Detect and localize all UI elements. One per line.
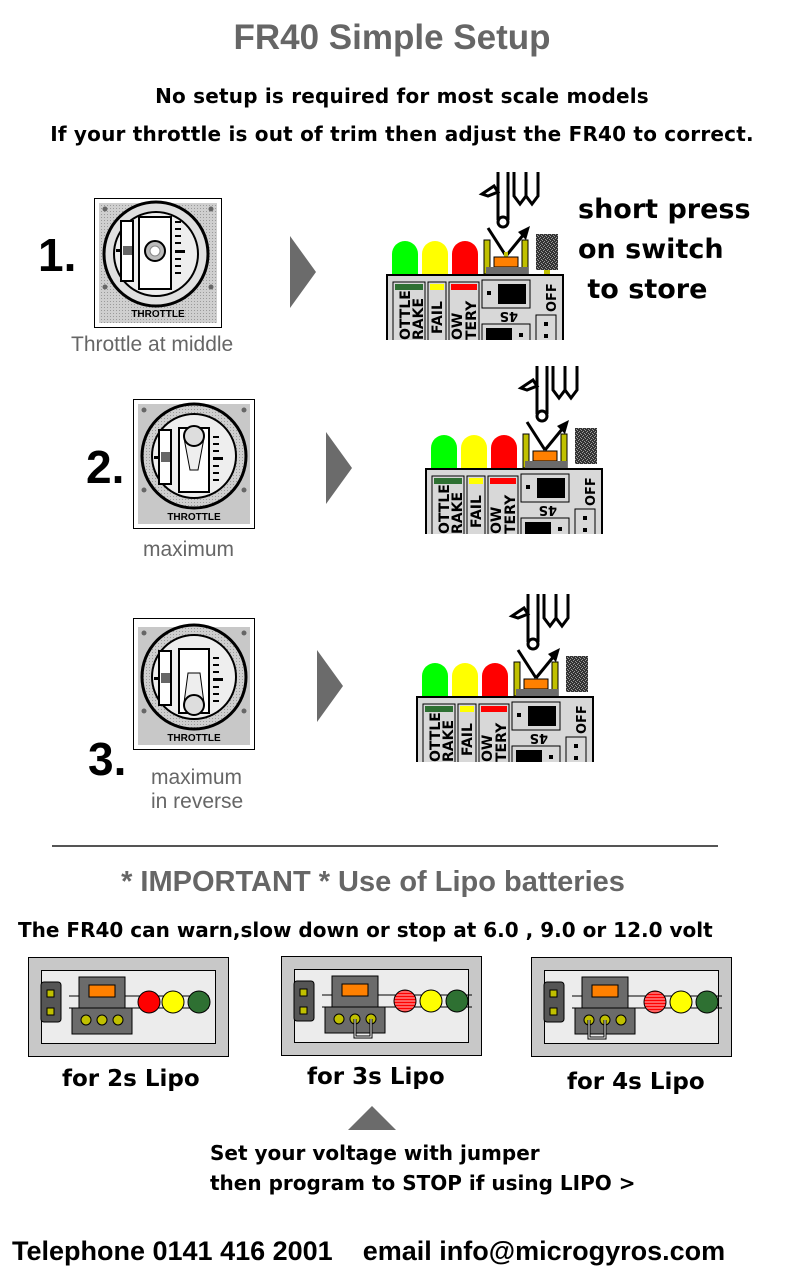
throttle-label: THROTTLE xyxy=(131,309,185,320)
step-3-number: 3. xyxy=(88,733,127,785)
svg-text:OFF: OFF xyxy=(584,477,599,506)
controller-board-icon: OTTLE RAKE FAIL OW TERY 4S OFF xyxy=(386,170,564,347)
svg-text:FAIL: FAIL xyxy=(469,495,485,528)
step-1-number: 1. xyxy=(38,229,77,281)
jumper-note: Set your voltage with jumper then progra… xyxy=(210,1138,636,1198)
lipo-2s-label: for 2s Lipo xyxy=(62,1066,200,1092)
throttle-gauge-icon: THROTTLE xyxy=(138,402,250,524)
svg-text:OW: OW xyxy=(450,313,466,340)
step-1-controller-board: OTTLE RAKE FAIL OW TERY 4S OFF xyxy=(386,170,566,347)
lipo-4s-diagram xyxy=(531,957,732,1057)
throttle-gauge-icon: THROTTLE xyxy=(138,623,250,745)
step-1-caption: Throttle at middle xyxy=(71,333,234,356)
important-heading: * IMPORTANT * Use of Lipo batteries xyxy=(121,866,625,898)
svg-text:4S: 4S xyxy=(500,308,518,323)
svg-text:OFF: OFF xyxy=(545,283,560,312)
svg-text:TERY: TERY xyxy=(503,494,519,534)
step-2-controller-board: OTTLE RAKE FAIL OW TERY 4S OFF xyxy=(425,364,605,541)
svg-text:FAIL: FAIL xyxy=(460,723,476,756)
svg-text:RAKE: RAKE xyxy=(411,298,427,340)
contact-footer: Telephone 0141 416 2001 email info@micro… xyxy=(12,1236,725,1267)
intro-line-2: If your throttle is out of trim then adj… xyxy=(50,122,754,146)
telephone: Telephone 0141 416 2001 xyxy=(12,1236,333,1266)
arrow-right-icon xyxy=(317,650,343,722)
svg-text:TERY: TERY xyxy=(494,722,510,762)
svg-text:RAKE: RAKE xyxy=(450,492,466,534)
lipo-2s-diagram xyxy=(28,957,229,1057)
jumper-board-icon xyxy=(293,975,472,1039)
svg-text:OFF: OFF xyxy=(575,705,590,734)
step-3-throttle-gauge: THROTTLE xyxy=(133,618,255,750)
svg-text:OW: OW xyxy=(480,735,496,762)
arrow-right-icon xyxy=(326,432,352,504)
throttle-label: THROTTLE xyxy=(167,512,221,523)
svg-text:OW: OW xyxy=(489,507,505,534)
svg-text:OTTLE: OTTLE xyxy=(398,290,414,340)
throttle-label: THROTTLE xyxy=(167,733,221,744)
lipo-4s-label: for 4s Lipo xyxy=(567,1069,705,1095)
instruction-line-2: on switch xyxy=(578,234,724,265)
controller-board-icon: OTTLE RAKE FAIL OW TERY 4S OFF xyxy=(425,364,603,541)
instruction-line-1: short press xyxy=(578,194,751,225)
svg-text:OTTLE: OTTLE xyxy=(437,484,453,534)
pointer-up-icon xyxy=(348,1106,396,1130)
step-1-throttle-gauge: THROTTLE xyxy=(94,198,222,328)
email-link[interactable]: email info@microgyros.com xyxy=(362,1236,726,1266)
lipo-3s-label: for 3s Lipo xyxy=(307,1064,445,1090)
jumper-note-line-2: then program to STOP if using LIPO > xyxy=(210,1171,636,1195)
throttle-gauge-icon: THROTTLE xyxy=(99,200,217,323)
step-3-controller-board: OTTLE RAKE FAIL OW TERY 4S OFF xyxy=(416,592,596,769)
intro-line-1: No setup is required for most scale mode… xyxy=(155,84,649,108)
step-3-caption: maximum in reverse xyxy=(151,766,244,813)
voltage-warning: The FR40 can warn,slow down or stop at 6… xyxy=(18,918,713,942)
step-2-number: 2. xyxy=(86,441,125,493)
svg-text:OTTLE: OTTLE xyxy=(428,712,444,762)
jumper-note-line-1: Set your voltage with jumper xyxy=(210,1141,540,1165)
svg-text:TERY: TERY xyxy=(464,300,480,340)
svg-text:4S: 4S xyxy=(539,502,557,517)
jumper-board-icon xyxy=(40,976,211,1035)
instruction-line-3: to store xyxy=(578,274,708,305)
svg-text:4S: 4S xyxy=(530,730,548,745)
lipo-3s-diagram xyxy=(281,956,482,1056)
svg-text:FAIL: FAIL xyxy=(430,301,446,334)
controller-board-icon: OTTLE RAKE FAIL OW TERY 4S OFF xyxy=(416,592,594,769)
store-instruction: short press on switch to store xyxy=(578,190,751,310)
page-title: FR40 Simple Setup xyxy=(233,18,551,57)
step-2-caption: maximum xyxy=(143,538,235,561)
step-2-throttle-gauge: THROTTLE xyxy=(133,399,255,529)
divider xyxy=(52,845,718,847)
jumper-board-icon xyxy=(543,976,722,1040)
svg-text:RAKE: RAKE xyxy=(441,720,457,762)
arrow-right-icon xyxy=(290,236,316,308)
